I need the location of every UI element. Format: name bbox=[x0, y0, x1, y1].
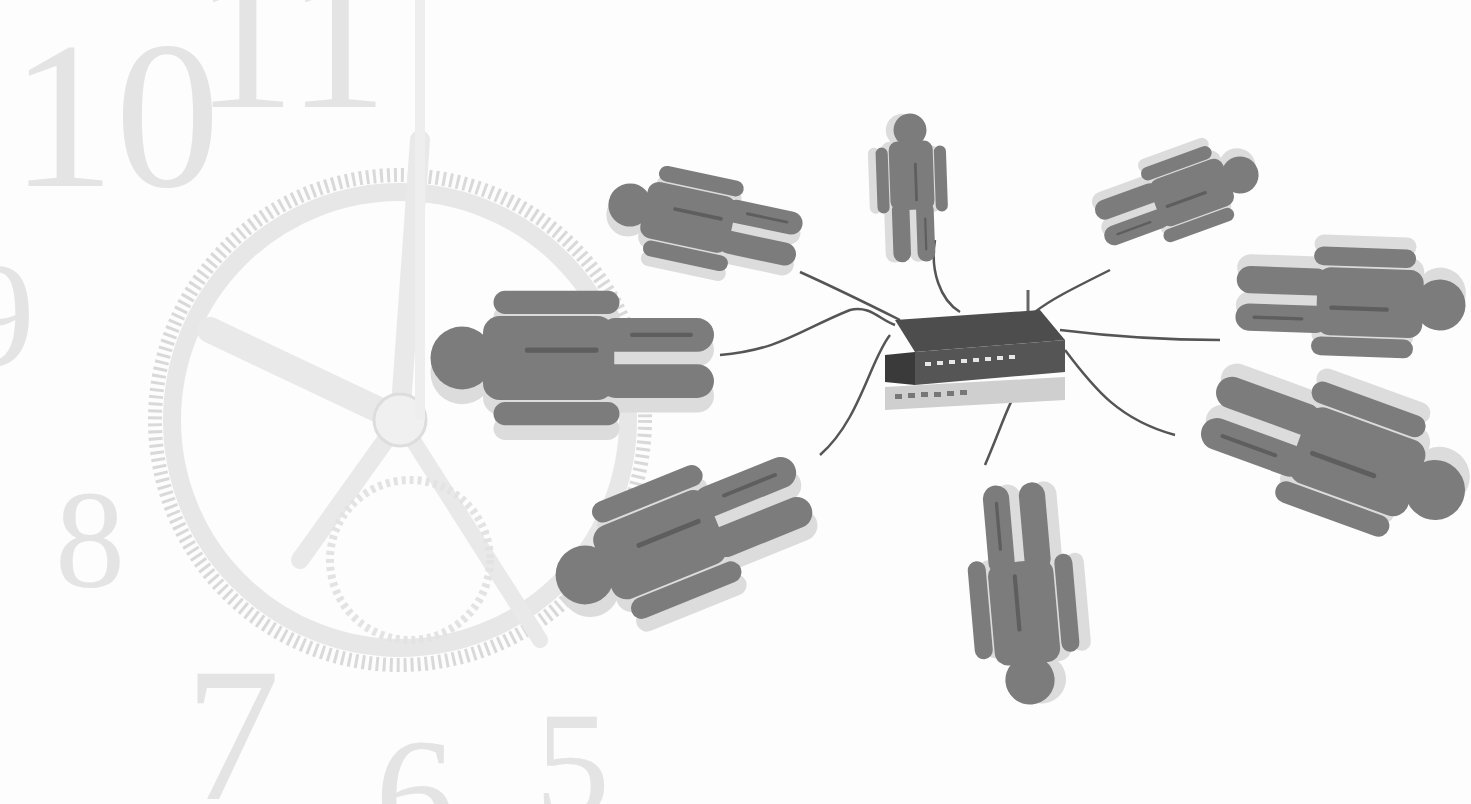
user-figures bbox=[431, 112, 1471, 709]
clock-numeral: 11 bbox=[195, 0, 388, 140]
clock-numeral: 9 bbox=[0, 240, 35, 390]
clock-numeral: 8 bbox=[55, 470, 125, 610]
network-switch bbox=[885, 290, 1065, 410]
clock-numeral: 7 bbox=[185, 640, 280, 804]
clock-numeral: 10 bbox=[10, 10, 220, 220]
clock-numeral: 5 bbox=[535, 690, 610, 804]
clock-numeral: 6 bbox=[375, 715, 455, 804]
network-cables bbox=[720, 240, 1220, 465]
